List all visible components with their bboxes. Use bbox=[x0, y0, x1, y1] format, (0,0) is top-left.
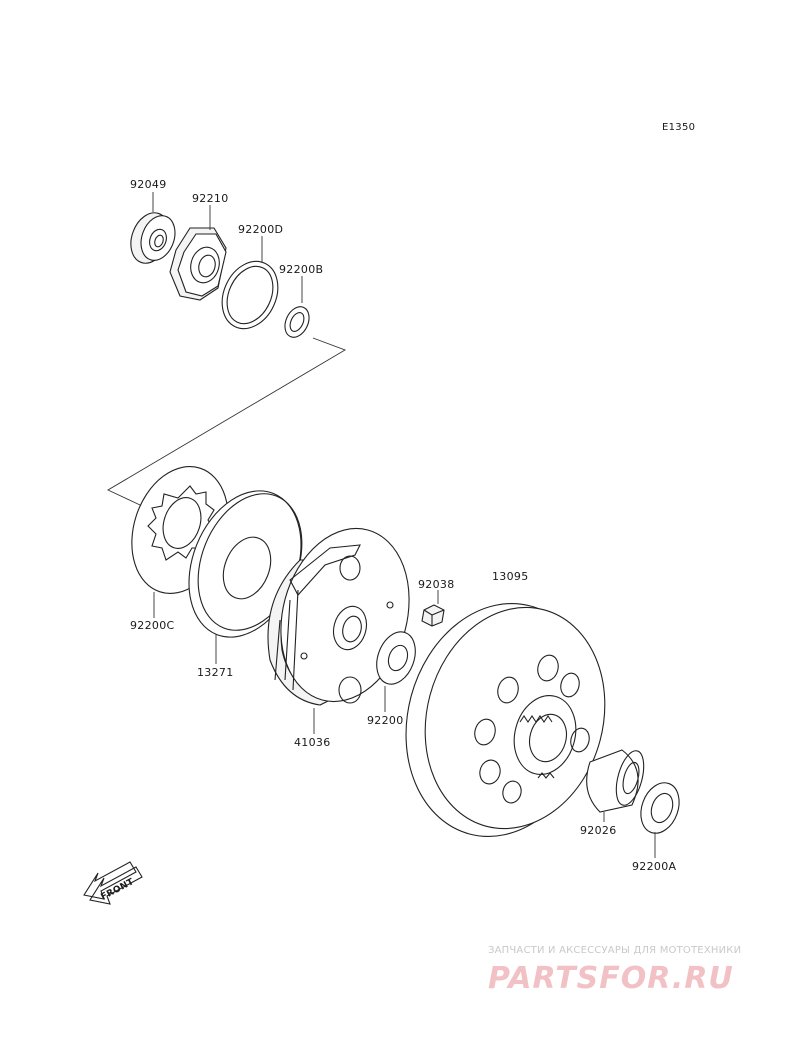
part-92210-nut bbox=[169, 227, 227, 301]
label-92038: 92038 bbox=[418, 578, 455, 591]
diagram-code: E1350 bbox=[662, 122, 695, 133]
watermark-logo-text: PARTSFOR.RU bbox=[488, 961, 734, 996]
label-13271: 13271 bbox=[197, 666, 234, 679]
part-92026-collar bbox=[586, 749, 645, 813]
assembly-line bbox=[107, 337, 347, 506]
part-92200A-washer bbox=[640, 782, 680, 834]
part-92200D-washer bbox=[221, 260, 279, 330]
part-92049-bearing bbox=[130, 212, 176, 264]
part-92200B-washer bbox=[284, 306, 310, 338]
label-92210: 92210 bbox=[192, 192, 229, 205]
label-92049: 92049 bbox=[130, 178, 167, 191]
watermark: ЗАПЧАСТИ И АКСЕССУАРЫ ДЛЯ МОТОТЕХНИКИ PA… bbox=[470, 945, 800, 1005]
label-92200A: 92200A bbox=[632, 860, 676, 873]
label-92200D: 92200D bbox=[238, 223, 283, 236]
label-92026: 92026 bbox=[580, 824, 617, 837]
label-92200B: 92200B bbox=[279, 263, 323, 276]
label-92200C: 92200C bbox=[130, 619, 174, 632]
label-92200: 92200 bbox=[367, 714, 404, 727]
watermark-tagline: ЗАПЧАСТИ И АКСЕССУАРЫ ДЛЯ МОТОТЕХНИКИ bbox=[488, 945, 742, 956]
label-41036: 41036 bbox=[294, 736, 331, 749]
front-arrow-icon: FRONT bbox=[83, 861, 143, 905]
part-92038-key bbox=[421, 604, 445, 627]
part-92200-washer bbox=[376, 631, 416, 685]
part-13095-clutch-drum bbox=[405, 603, 606, 837]
label-13095: 13095 bbox=[492, 570, 529, 583]
